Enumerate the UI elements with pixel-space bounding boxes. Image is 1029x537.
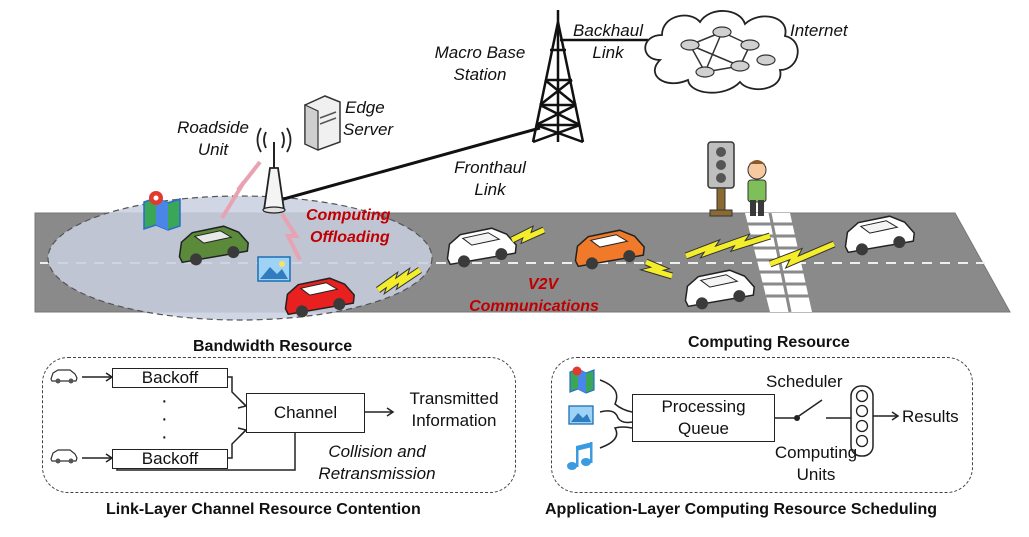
edge-server-icon: [304, 95, 341, 151]
backhaul-link-label: Backhaul Link: [563, 20, 653, 64]
ellipsis-dot-1: ·: [161, 390, 168, 412]
computing-units-label: Computing Units: [764, 442, 868, 486]
edge-server-label-line1: Edge: [345, 98, 385, 117]
computing-offloading-label: Computing Offloading: [306, 205, 390, 249]
backhaul-link-label-line1: Backhaul: [573, 21, 643, 40]
edge-server-label: Edge Server: [343, 97, 393, 141]
fronthaul-link-line: [279, 126, 541, 202]
orange-car: [571, 226, 647, 270]
collision-label-line2: Retransmission: [318, 464, 436, 483]
processing-queue-line1: Processing: [661, 397, 746, 416]
computing-units-line2: Units: [796, 465, 836, 484]
macro-base-station-label-line2: Station: [453, 65, 507, 84]
scheduler-switch-dot: [794, 415, 800, 421]
channel-box: Channel: [246, 393, 365, 433]
transmitted-label-line1: Transmitted: [409, 389, 499, 408]
link-layer-title: Link-Layer Channel Resource Contention: [106, 501, 421, 518]
link-layer-car-bottom-icon: [50, 449, 78, 464]
fronthaul-link-label-line1: Fronthaul: [454, 158, 526, 177]
traffic-light-icon: [707, 141, 735, 217]
computing-units-icon: [850, 385, 874, 457]
v2v-label-line1: V2V: [527, 276, 559, 293]
offloading-wireless-link-icon: [280, 212, 302, 261]
fronthaul-link-label: Fronthaul Link: [440, 157, 540, 201]
computing-offloading-label-line2: Offloading: [310, 229, 390, 246]
rsu-wireless-link-icon: [220, 160, 262, 220]
roadside-unit-label-line2: Unit: [197, 140, 229, 159]
fronthaul-link-label-line2: Link: [474, 180, 506, 199]
collision-label-line1: Collision and: [328, 442, 426, 461]
roadside-unit-label-line1: Roadside: [177, 118, 249, 137]
app-layer-panel: [551, 357, 973, 493]
backoff-bottom-box: Backoff: [112, 449, 228, 469]
white-car-3: [841, 212, 917, 256]
computing-resource-label: Computing Resource: [688, 334, 850, 351]
macro-base-station-label-line1: Macro Base: [434, 43, 526, 62]
white-car-2: [681, 266, 757, 310]
ellipsis-dot-2: ·: [161, 408, 168, 430]
v2v-label: V2V Communications: [458, 274, 610, 318]
edge-server-label-line2: Server: [343, 120, 394, 139]
roadside-unit-label: Roadside Unit: [170, 117, 256, 161]
internet-label: Internet: [790, 21, 848, 40]
internet-cloud-icon: [644, 10, 799, 94]
red-car: [281, 274, 357, 318]
roadside-unit-icon: [256, 127, 292, 214]
macro-base-station-label: Macro Base Station: [428, 42, 532, 86]
image-icon: [257, 256, 291, 282]
collision-retransmission-label: Collision and Retransmission: [305, 441, 449, 485]
scheduler-label: Scheduler: [766, 372, 843, 391]
app-layer-arrows: [599, 379, 900, 449]
app-layer-title: Application-Layer Computing Resource Sch…: [545, 501, 938, 518]
processing-queue-line2: Queue: [677, 419, 730, 438]
map-icon: [143, 191, 181, 231]
bandwidth-resource-label: Bandwidth Resource: [193, 338, 353, 355]
ellipsis-dot-3: ·: [161, 426, 168, 448]
macro-base-station-icon: [531, 10, 585, 144]
v2v-label-line2: Communications: [469, 298, 599, 315]
processing-queue-box: Processing Queue: [632, 394, 775, 442]
backhaul-link-label-line2: Link: [592, 43, 624, 62]
computing-offloading-label-line1: Computing: [306, 207, 391, 224]
transmitted-label-line2: Information: [411, 411, 497, 430]
computing-units-line1: Computing: [774, 443, 858, 462]
pedestrian-icon: [747, 160, 767, 216]
task-image-icon: [568, 405, 594, 425]
v2v-lightning-icon: [375, 225, 836, 296]
results-label: Results: [902, 407, 959, 426]
white-car-1: [443, 224, 519, 268]
link-layer-panel: [42, 357, 516, 493]
green-car: [175, 222, 251, 266]
transmitted-information-label: Transmitted Information: [395, 388, 513, 432]
backoff-top-box: Backoff: [112, 368, 228, 388]
